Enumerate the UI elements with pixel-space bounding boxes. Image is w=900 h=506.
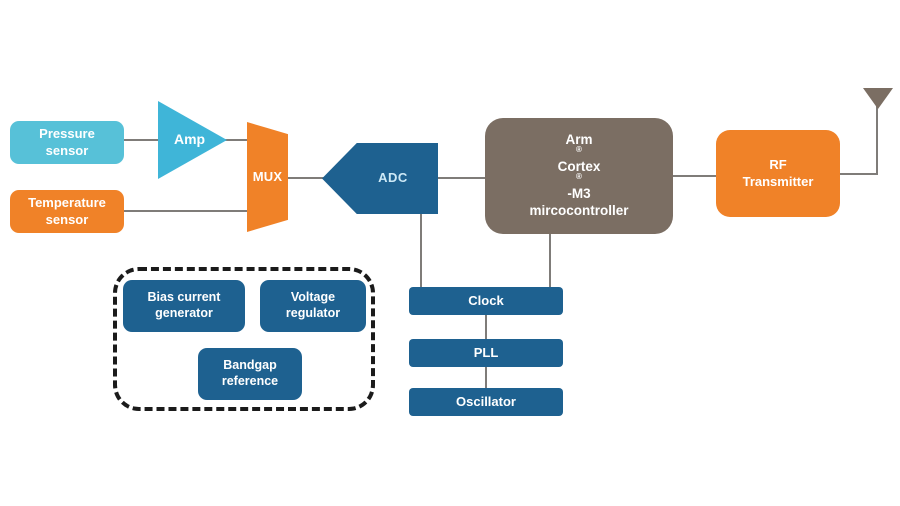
mcu-core: Cortex	[557, 159, 601, 175]
mcu-label-line1: Arm®Cortex®-M3	[558, 132, 601, 203]
oscillator-block: Oscillator	[409, 388, 563, 416]
connector-clock-to-pll	[485, 314, 487, 340]
connector-rf-to-antenna	[840, 173, 878, 175]
oscillator-label: Oscillator	[456, 393, 516, 409]
adc-label: ADC	[378, 170, 408, 186]
temperature-sensor-label-line1: Temperature	[28, 195, 106, 211]
bandgap-reference-label-line2: reference	[221, 374, 279, 388]
connector-mcu-to-rf	[671, 175, 718, 177]
connector-amp-to-mux	[224, 139, 249, 141]
pressure-sensor-block: Pressure sensor	[10, 121, 124, 164]
pressure-sensor-label-line1: Pressure	[39, 126, 95, 142]
connector-adc-to-mcu	[436, 177, 485, 179]
connector-mcu-to-clock	[549, 233, 551, 289]
mux-block: MUX	[247, 122, 288, 232]
analog-support-group-outline	[113, 267, 375, 411]
voltage-regulator-label-line1: Voltage	[290, 290, 336, 305]
pressure-sensor-label-line2: sensor	[45, 142, 89, 158]
registered-mark-icon: ®	[576, 145, 582, 155]
mcu-brand: Arm	[565, 132, 593, 148]
connector-mux-to-adc	[286, 177, 324, 179]
adc-block: ADC	[322, 143, 438, 214]
voltage-regulator-block: Voltage regulator	[260, 280, 366, 332]
connector-temperature-to-mux	[124, 210, 249, 212]
connector-pll-to-oscillator	[485, 365, 487, 389]
rf-transmitter-label-line1: RF	[769, 157, 787, 173]
connector-adc-to-clock	[420, 213, 422, 289]
pll-block: PLL	[409, 339, 563, 367]
amplifier-block: Amp	[158, 101, 227, 179]
antenna-icon	[863, 88, 893, 109]
rf-transmitter-label-line2: Transmitter	[742, 173, 814, 189]
temperature-sensor-label-line2: sensor	[45, 211, 89, 227]
registered-mark-icon: ®	[576, 172, 582, 181]
bias-current-generator-block: Bias current generator	[123, 280, 245, 332]
bandgap-reference-block: Bandgap reference	[198, 348, 302, 400]
mcu-model: -M3	[567, 186, 591, 201]
bias-current-generator-label-line1: Bias current	[147, 290, 221, 305]
mcu-label-line2: mircocontroller	[529, 202, 629, 218]
antenna-feed-line	[876, 106, 878, 175]
mux-label: MUX	[252, 168, 283, 184]
bias-current-generator-label-line2: generator	[155, 306, 213, 320]
mcu-block: Arm®Cortex®-M3 mircocontroller	[485, 118, 673, 234]
rf-transmitter-block: RF Transmitter	[716, 130, 840, 217]
amplifier-label: Amp	[174, 131, 206, 148]
bandgap-reference-label-line1: Bandgap	[223, 358, 277, 373]
temperature-sensor-block: Temperature sensor	[10, 190, 124, 233]
connector-pressure-to-amp	[124, 139, 160, 141]
clock-block: Clock	[409, 287, 563, 315]
voltage-regulator-label-line2: regulator	[285, 306, 341, 320]
clock-label: Clock	[468, 292, 504, 308]
pll-label: PLL	[473, 344, 499, 360]
